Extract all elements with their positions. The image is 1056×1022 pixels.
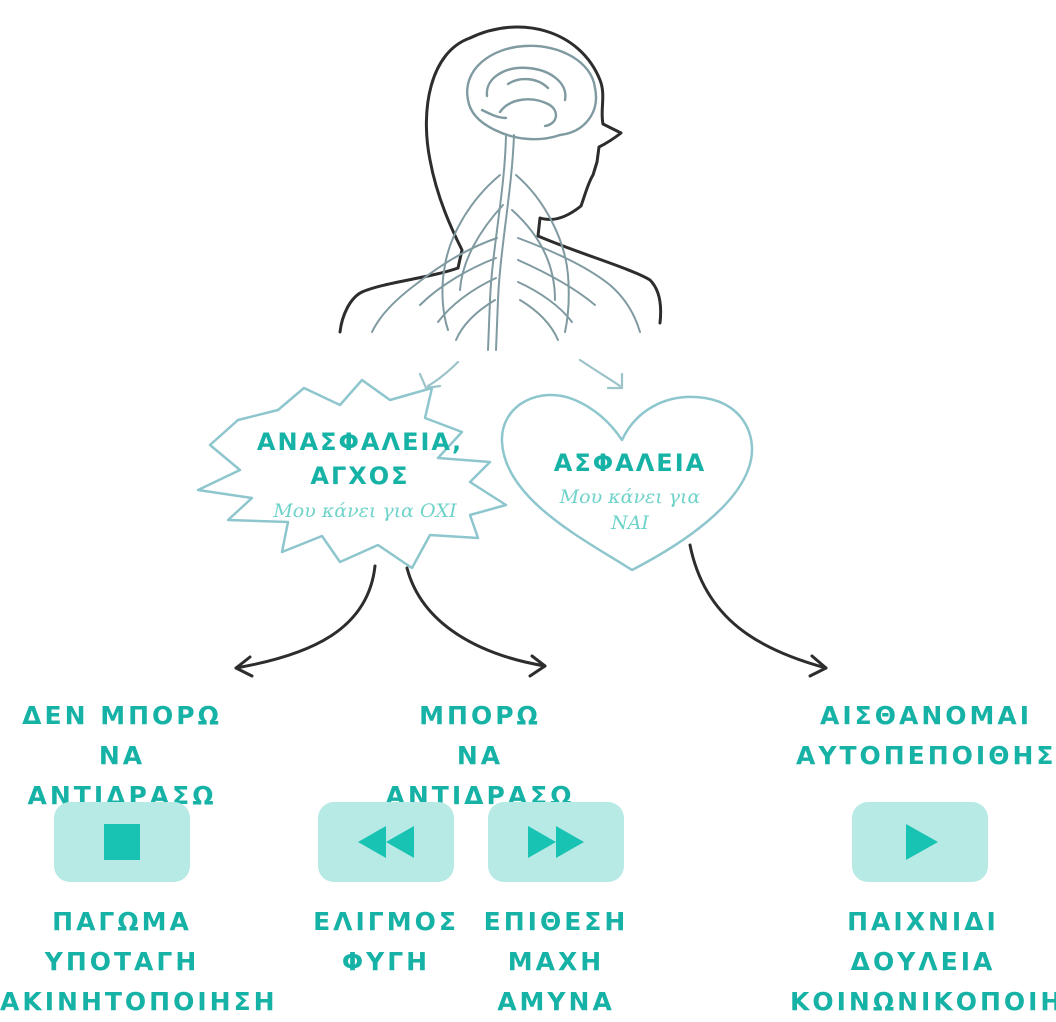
heading-line: ΜΠΟΡΩ — [360, 696, 600, 736]
caption-line: ΥΠΟΤΑΓΗ — [0, 942, 244, 982]
play-icon — [900, 822, 940, 862]
insecurity-subtitle: Μου κάνει για ΟΧΙ — [225, 498, 505, 524]
stop-button[interactable] — [54, 802, 190, 882]
insecurity-title-line2: ΑΓΧΟΣ — [230, 459, 490, 493]
insecurity-title: ΑΝΑΣΦΑΛΕΙΑ, ΑΓΧΟΣ — [230, 425, 490, 493]
caption-rewind: ΕΛΙΓΜΟΣ ΦΥΓΗ — [296, 902, 476, 982]
caption-play: ΠΑΙΧΝΙΔΙ ΔΟΥΛΕΙΑ ΚΟΙΝΩΝΙΚΟΠΟΙΗΣΗ — [790, 902, 1056, 1022]
security-heart-shape — [502, 395, 752, 570]
caption-line: ΕΠΙΘΕΣΗ — [466, 902, 646, 942]
outcome-arrows — [236, 545, 826, 676]
caption-stop: ΠΑΓΩΜΑ ΥΠΟΤΑΓΗ ΑΚΙΝΗΤΟΠΟΙΗΣΗ — [0, 902, 244, 1022]
figure-to-shapes-arrows — [420, 360, 622, 388]
caption-line: ΔΟΥΛΕΙΑ — [790, 942, 1056, 982]
heading-line: ΑΥΤΟΠΕΠΟΙΘΗΣΗ — [796, 736, 1056, 776]
caption-line: ΑΚΙΝΗΤΟΠΟΙΗΣΗ — [0, 982, 244, 1022]
insecurity-title-line1: ΑΝΑΣΦΑΛΕΙΑ, — [230, 425, 490, 459]
rewind-button[interactable] — [318, 802, 454, 882]
rewind-icon — [354, 822, 418, 862]
caption-line: ΕΛΙΓΜΟΣ — [296, 902, 476, 942]
fast-forward-icon — [524, 822, 588, 862]
caption-fast-forward: ΕΠΙΘΕΣΗ ΜΑΧΗ ΑΜΥΝΑ — [466, 902, 646, 1022]
heading-line: ΑΙΣΘΑΝΟΜΑΙ — [796, 696, 1056, 736]
stop-icon — [102, 822, 142, 862]
heading-feel-confident: ΑΙΣΘΑΝΟΜΑΙ ΑΥΤΟΠΕΠΟΙΘΗΣΗ — [796, 696, 1056, 776]
play-button[interactable] — [852, 802, 988, 882]
caption-line: ΠΑΓΩΜΑ — [0, 902, 244, 942]
caption-line: ΑΜΥΝΑ — [466, 982, 646, 1022]
security-subtitle: Μου κάνει για ΝΑΙ — [520, 484, 740, 536]
security-title: ΑΣΦΑΛΕΙΑ — [535, 446, 725, 480]
fast-forward-button[interactable] — [488, 802, 624, 882]
heading-line: ΔΕΝ ΜΠΟΡΩ — [0, 696, 244, 736]
caption-line: ΜΑΧΗ — [466, 942, 646, 982]
caption-line: ΚΟΙΝΩΝΙΚΟΠΟΙΗΣΗ — [790, 982, 1056, 1022]
caption-line: ΦΥΓΗ — [296, 942, 476, 982]
heading-can-react: ΜΠΟΡΩ ΝΑ ΑΝΤΙΔΡΑΣΩ — [360, 696, 600, 816]
nerve-system — [372, 135, 640, 350]
heading-cannot-react: ΔΕΝ ΜΠΟΡΩ ΝΑ ΑΝΤΙΔΡΑΣΩ — [0, 696, 244, 816]
security-subtitle-line1: Μου κάνει για — [520, 484, 740, 510]
caption-line: ΠΑΙΧΝΙΔΙ — [790, 902, 1056, 942]
security-subtitle-line2: ΝΑΙ — [520, 510, 740, 536]
brain-drawing — [467, 46, 596, 139]
